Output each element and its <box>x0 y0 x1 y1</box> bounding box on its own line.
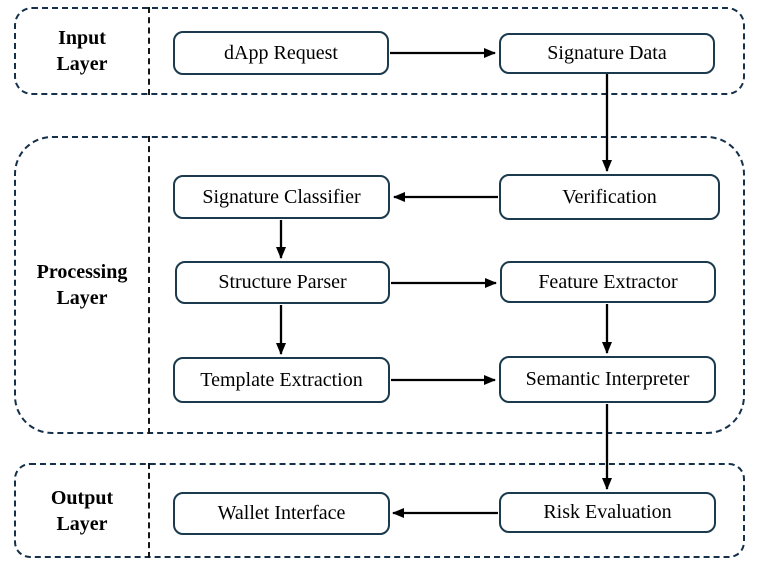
node-verification: Verification <box>499 174 720 220</box>
node-dapp-request: dApp Request <box>173 31 389 75</box>
layer-input-label-line2: Layer <box>56 53 108 75</box>
node-signature-classifier: Signature Classifier <box>173 175 390 219</box>
layer-processing-label-line2: Layer <box>56 287 108 309</box>
node-wallet-interface: Wallet Interface <box>173 492 390 535</box>
layer-processing-label-line1: Processing <box>36 261 128 283</box>
node-semantic-interpreter: Semantic Interpreter <box>499 356 716 403</box>
layer-divider <box>148 7 150 95</box>
layer-output-container: Output Layer <box>14 463 745 558</box>
layer-output-label-line2: Layer <box>56 512 108 535</box>
layer-processing-container: Processing Layer <box>14 136 745 434</box>
layer-output-label-line1: Output <box>50 486 114 509</box>
layer-divider <box>148 463 150 558</box>
node-structure-parser: Structure Parser <box>175 261 390 304</box>
layer-input-label-line1: Input <box>58 27 106 49</box>
layer-input-label: Input Layer <box>16 25 148 77</box>
node-risk-evaluation: Risk Evaluation <box>499 492 716 533</box>
layer-input-container: Input Layer <box>14 7 745 95</box>
layer-output-label: Output Layer <box>16 485 148 537</box>
layer-processing-label: Processing Layer <box>16 259 148 311</box>
layer-divider <box>148 136 150 434</box>
node-signature-data: Signature Data <box>499 33 715 74</box>
node-template-extraction: Template Extraction <box>173 357 390 403</box>
node-feature-extractor: Feature Extractor <box>500 261 716 303</box>
